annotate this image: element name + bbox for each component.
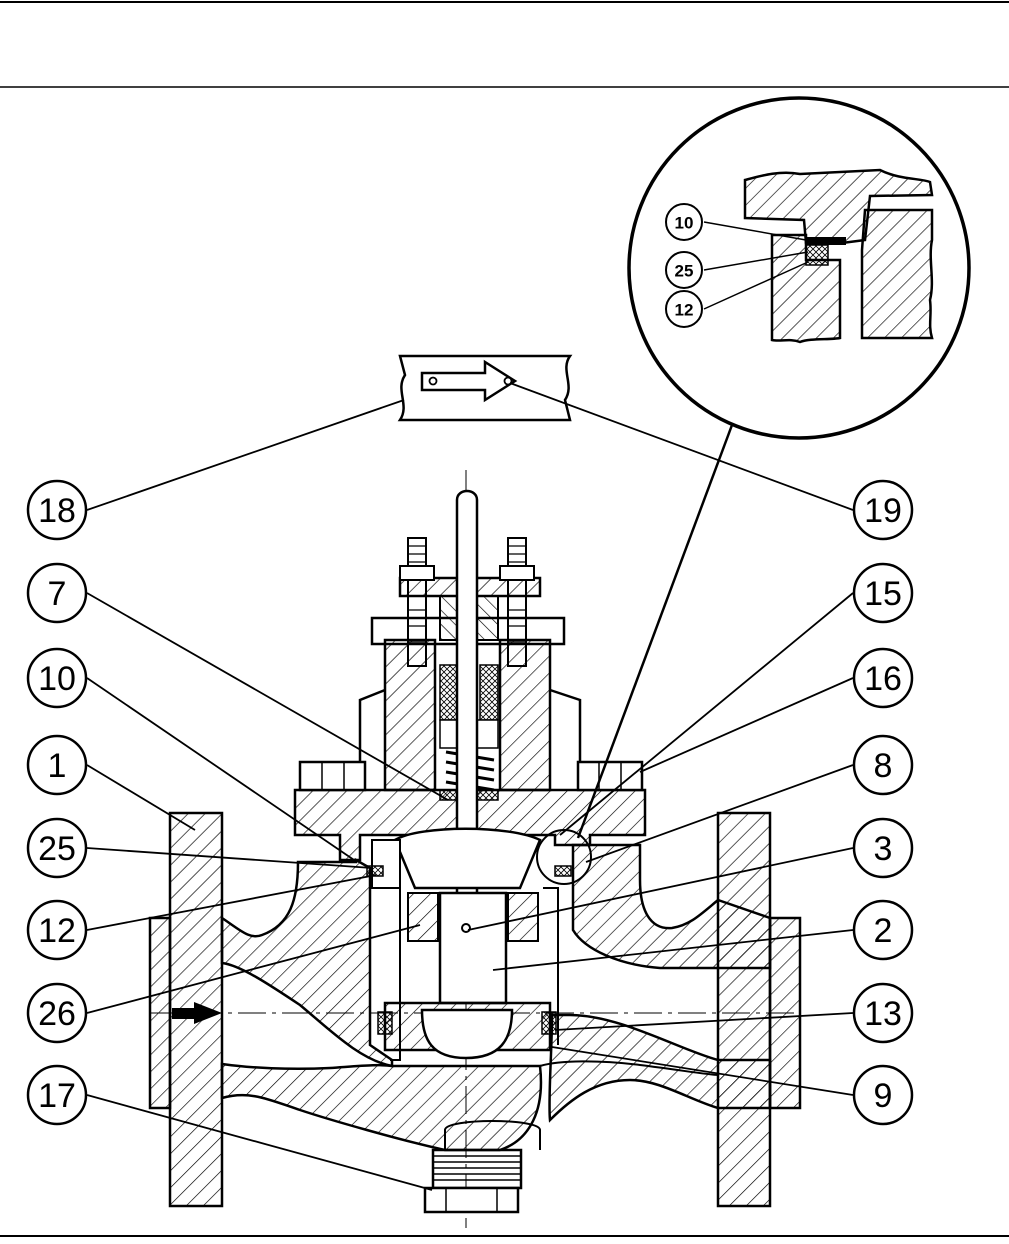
callout-12-label: 12 — [38, 912, 76, 950]
detail-callout-12-label: 12 — [675, 301, 694, 320]
callout-3-label: 3 — [874, 830, 893, 868]
detail-callout-25-label: 25 — [675, 262, 694, 281]
callout-25: 25 — [28, 819, 86, 877]
callout-10-label: 10 — [38, 660, 76, 698]
detail-view: 10 25 12 — [629, 98, 969, 438]
callout-3: 3 — [854, 819, 912, 877]
callout-19: 19 — [854, 481, 912, 539]
callout-2: 2 — [854, 901, 912, 959]
callout-9-label: 9 — [874, 1077, 893, 1115]
detail-callout-10-label: 10 — [675, 214, 694, 233]
callout-1-label: 1 — [48, 747, 67, 785]
callout-13: 13 — [854, 984, 912, 1042]
callouts-left: 18 7 10 1 25 12 26 17 — [28, 481, 86, 1124]
callout-8: 8 — [854, 736, 912, 794]
callout-15-label: 15 — [864, 575, 902, 613]
plug-guide — [408, 893, 538, 1003]
callout-10: 10 — [28, 649, 86, 707]
callout-17: 17 — [28, 1066, 86, 1124]
callout-15: 15 — [854, 564, 912, 622]
callout-26: 26 — [28, 984, 86, 1042]
callout-18-label: 18 — [38, 492, 76, 530]
callout-2-label: 2 — [874, 912, 893, 950]
callout-18: 18 — [28, 481, 86, 539]
callout-7-label: 7 — [48, 575, 67, 613]
callout-7: 7 — [28, 564, 86, 622]
valve-plug-and-seat — [378, 1003, 556, 1058]
callout-16: 16 — [854, 649, 912, 707]
callout-19-label: 19 — [864, 492, 902, 530]
callout-8-label: 8 — [874, 747, 893, 785]
flow-nameplate — [400, 356, 570, 420]
callout-1: 1 — [28, 736, 86, 794]
cage-dome — [372, 829, 540, 888]
callout-17-label: 17 — [38, 1077, 76, 1115]
callouts-right: 19 15 16 8 3 2 13 9 — [854, 481, 912, 1124]
callout-13-label: 13 — [864, 995, 902, 1033]
drain-plug — [425, 1150, 521, 1212]
callout-12: 12 — [28, 901, 86, 959]
callout-16-label: 16 — [864, 660, 902, 698]
callout-9: 9 — [854, 1066, 912, 1124]
detail-leader-line — [578, 425, 732, 838]
callout-25-label: 25 — [38, 830, 76, 868]
callout-26-label: 26 — [38, 995, 76, 1033]
